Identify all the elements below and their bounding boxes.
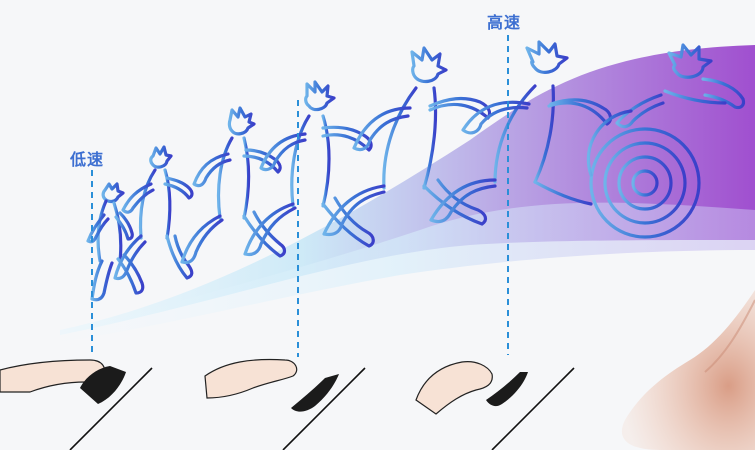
- finger-press-icon: [205, 360, 365, 450]
- hand-icon: [622, 290, 755, 450]
- motion-trail: [60, 45, 755, 335]
- high-speed-label: 高速: [487, 9, 521, 33]
- running-figure-icon: [182, 108, 285, 263]
- low-speed-label: 低速: [70, 146, 104, 170]
- finger-press-icon: [416, 362, 574, 450]
- finger-press-icon: [0, 360, 152, 450]
